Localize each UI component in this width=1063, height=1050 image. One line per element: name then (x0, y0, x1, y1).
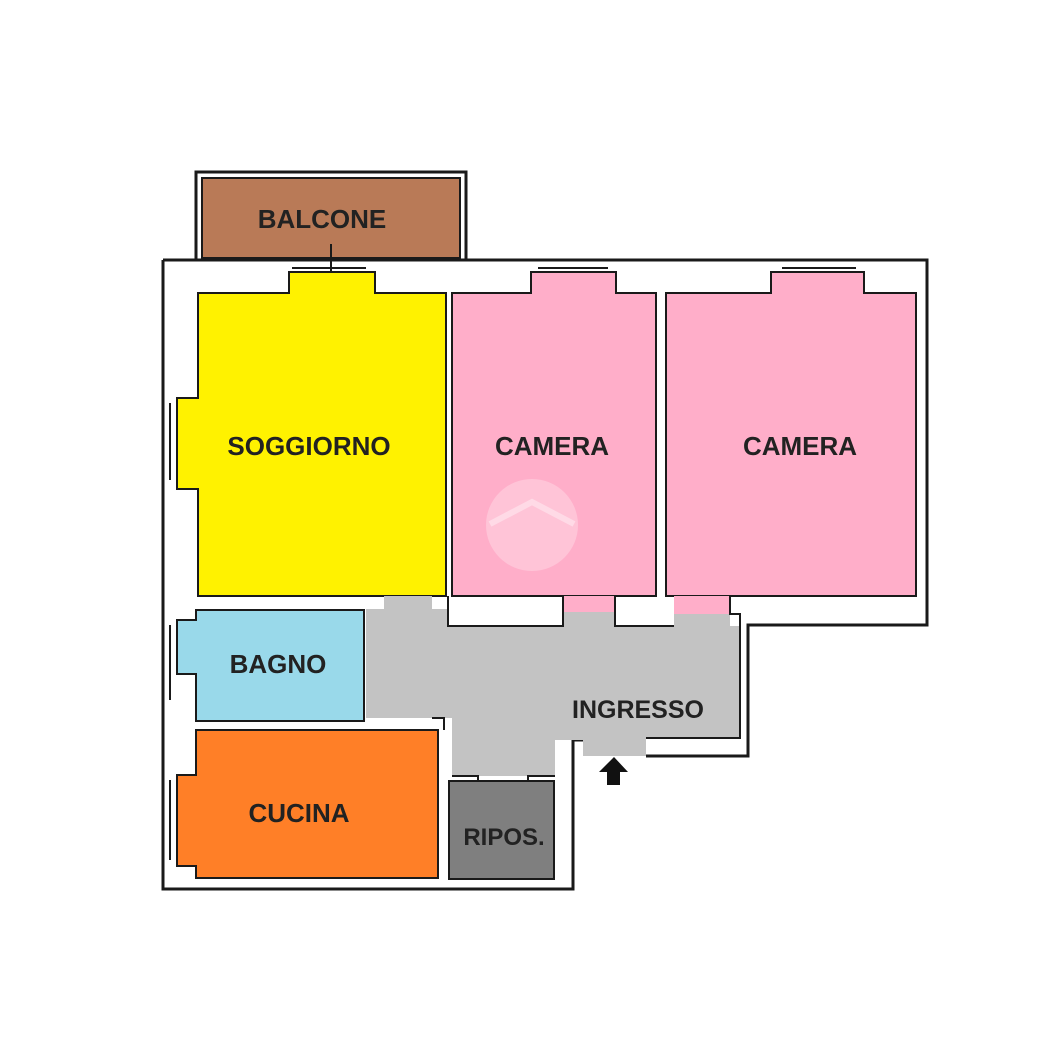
soggiorno-label: SOGGIORNO (227, 431, 390, 461)
bagno-label: BAGNO (230, 649, 327, 679)
room-ingresso: INGRESSO (366, 596, 741, 776)
room-bagno: BAGNO (176, 609, 365, 722)
cucina-label: CUCINA (248, 798, 349, 828)
cucina-floor (176, 729, 439, 879)
room-camera-2: CAMERA (665, 271, 917, 597)
ripos-floor (448, 780, 555, 880)
arrow-up-icon (599, 757, 628, 785)
room-cucina: CUCINA (176, 717, 445, 879)
soggiorno-floor (176, 271, 447, 597)
room-soggiorno: SOGGIORNO (176, 271, 447, 597)
ingresso-label: INGRESSO (572, 696, 704, 724)
room-camera-1: CAMERA (451, 271, 657, 597)
balcone-label: BALCONE (258, 204, 387, 234)
bagno-floor (176, 609, 365, 722)
ripos-label: RIPOS. (463, 824, 544, 851)
watermark-logo (486, 479, 578, 571)
ingresso-floor (366, 600, 740, 776)
room-ripos: RIPOS. (448, 775, 555, 880)
room-balcone: BALCONE (201, 177, 461, 290)
camera-1-label: CAMERA (495, 431, 609, 461)
camera-2-floor (665, 271, 917, 597)
camera-2-label: CAMERA (743, 431, 857, 461)
